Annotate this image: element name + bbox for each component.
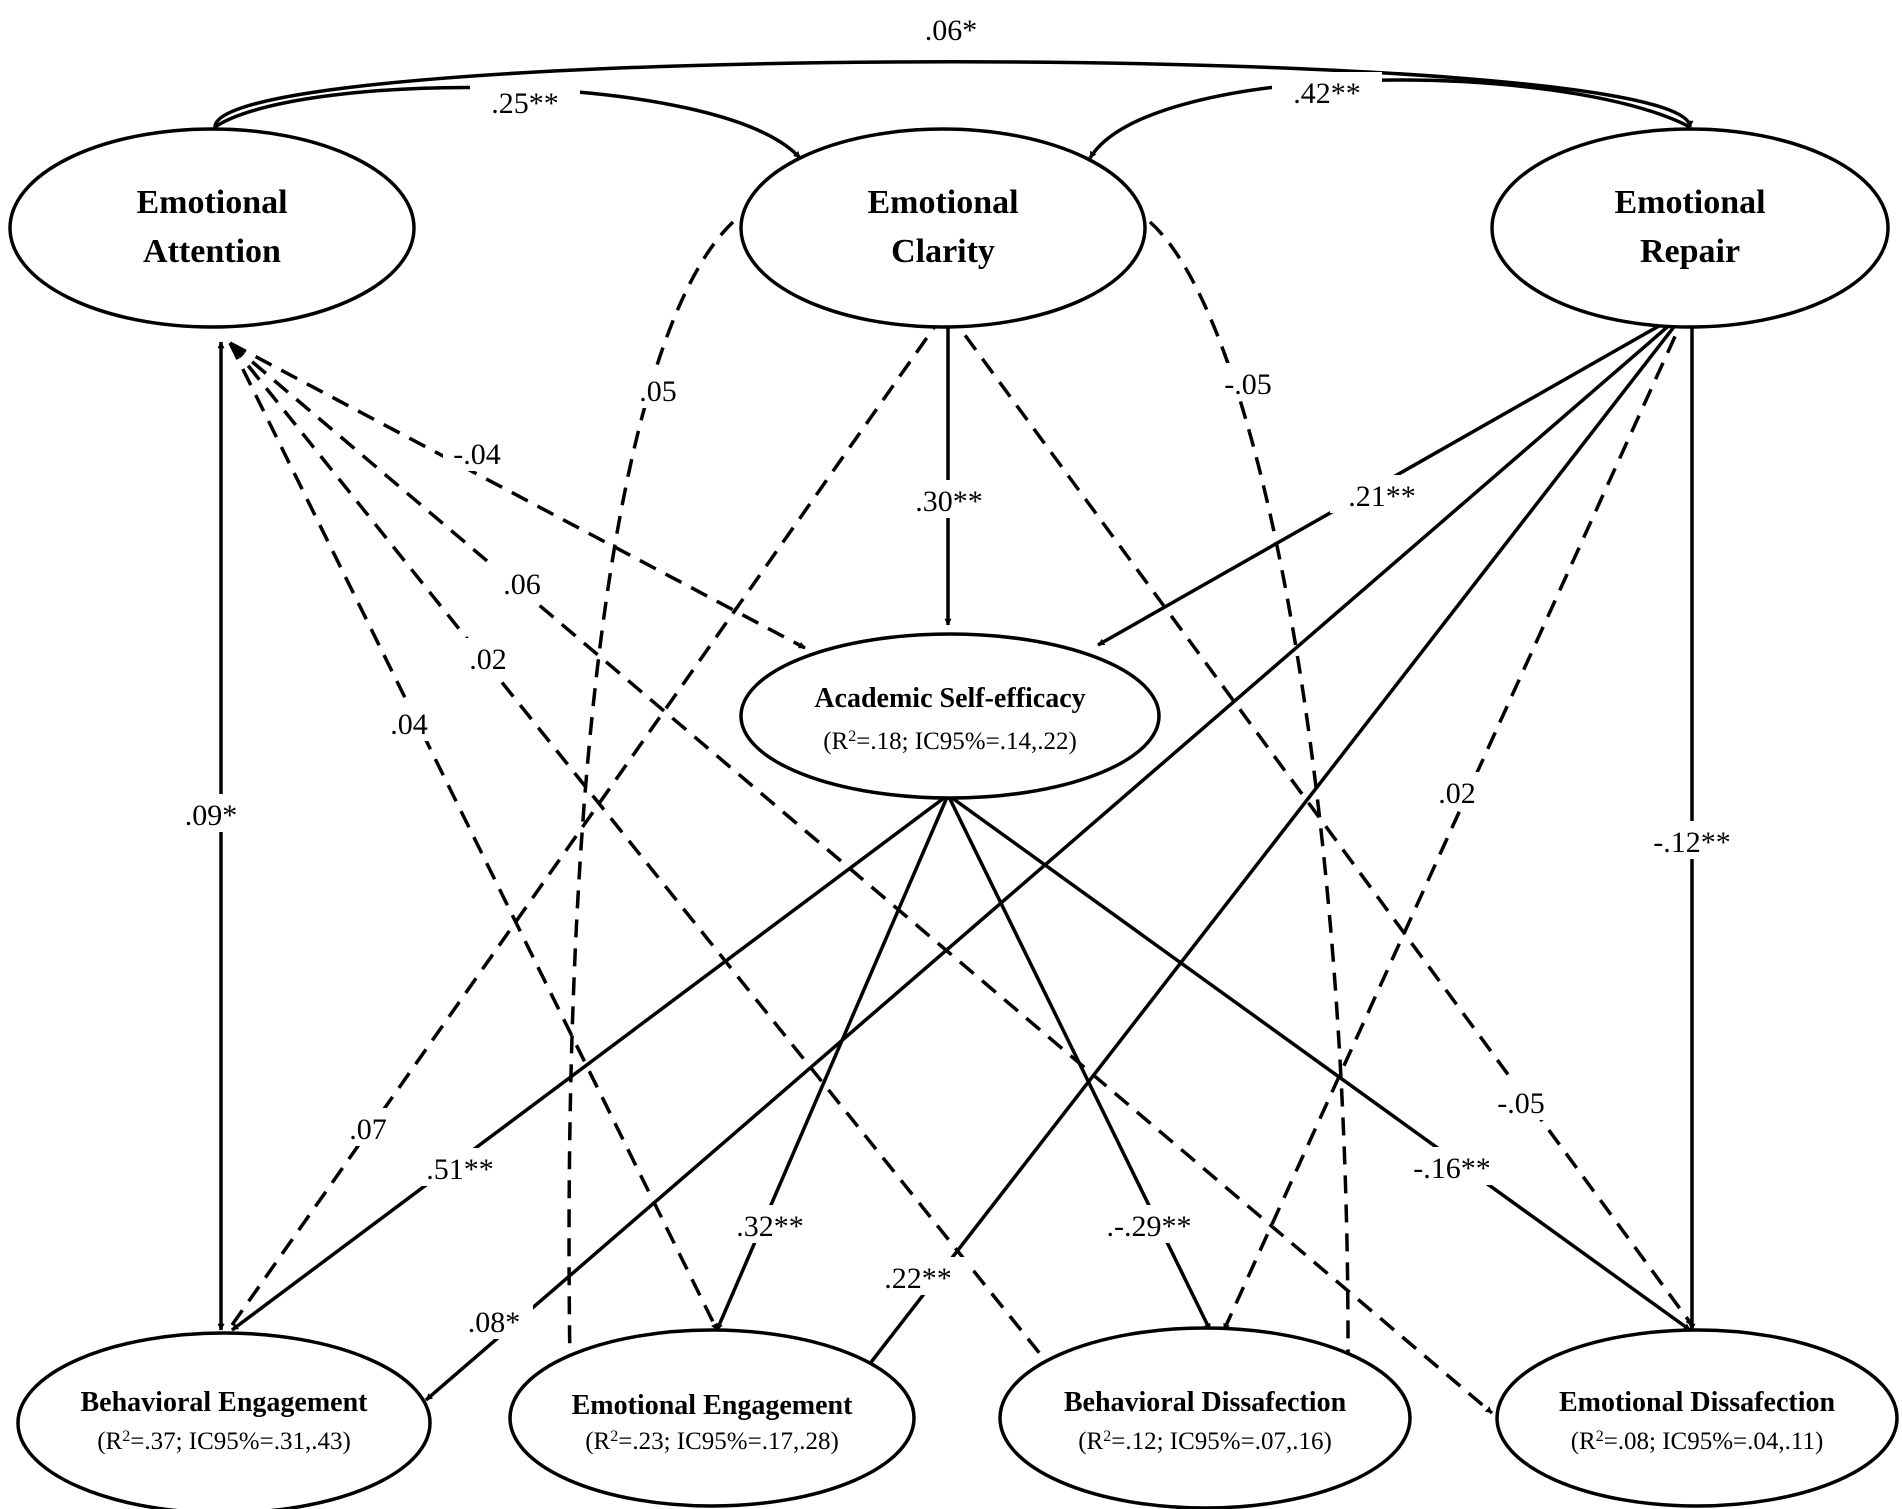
path-clarity-emotional-dissafection [946, 310, 1694, 1327]
coef-clarity-self-efficacy: .30** [915, 485, 983, 518]
path-self-efficacy-emotional-engagement [715, 794, 950, 1331]
node-emotional-repair: Emotional Repair [1490, 127, 1890, 329]
coef-clarity-behavioral-dissafection: -.05 [1224, 368, 1272, 401]
node-emotional-engagement-r2: (R2=.23; IC95%=.17,.28) [585, 1428, 839, 1456]
coef-self-efficacy-behavioral-dissafection: .-.29** [1107, 1210, 1192, 1243]
path-clarity-behavioral-engagement [230, 310, 947, 1327]
node-attention-line1: Emotional [136, 184, 287, 221]
coef-042: .42** [1272, 72, 1382, 110]
node-behavioral-dissafection-title: Behavioral Dissafection [1064, 1387, 1347, 1418]
coef-repair-behavioral-engagement: .08* [468, 1306, 521, 1339]
path-attention-self-efficacy [229, 341, 806, 650]
node-emotional-attention: Emotional Attention [8, 127, 416, 329]
node-emotional-engagement: Emotional Engagement (R2=.23; IC95%=.17,… [508, 1328, 916, 1508]
coef-repair-self-efficacy: .21** [1348, 480, 1416, 513]
node-self-efficacy-title: Academic Self-efficacy [814, 683, 1085, 714]
node-academic-self-efficacy: Academic Self-efficacy (R2=.18; IC95%=.1… [739, 632, 1161, 800]
coef-clarity-emotional-dissafection: -.05 [1497, 1087, 1545, 1120]
coef-self-efficacy-emotional-dissafection: -.16** [1413, 1152, 1491, 1185]
coef-attention-repair: .06* [925, 14, 978, 47]
node-emotional-clarity: Emotional Clarity [739, 127, 1147, 329]
coef-attention-behavioral-dissafection: .02 [469, 643, 507, 676]
coef-self-efficacy-emotional-engagement: .32** [736, 1210, 804, 1243]
path-self-efficacy-emotional-dissafection [946, 793, 1692, 1332]
node-emotional-dissafection-title: Emotional Dissafection [1559, 1387, 1836, 1418]
path-repair-emotional-engagement [863, 308, 1689, 1372]
coef-attention-clarity: .25** [491, 87, 559, 120]
node-clarity-line2: Clarity [891, 233, 995, 270]
node-behavioral-dissafection-r2: (R2=.12; IC95%=.07,.16) [1078, 1428, 1332, 1456]
coef-repair-clarity: .42** [1293, 77, 1361, 110]
node-self-efficacy-r2: (R2=.18; IC95%=.14,.22) [823, 728, 1077, 756]
node-behavioral-engagement-title: Behavioral Engagement [81, 1387, 369, 1418]
coef-attention-self-efficacy: -.04 [453, 438, 501, 471]
path-self-efficacy-behavioral-engagement [230, 793, 950, 1332]
coef-repair-behavioral-dissafection: .02 [1438, 777, 1476, 810]
node-behavioral-engagement-r2: (R2=.37; IC95%=.31,.43) [97, 1428, 351, 1456]
coef-006: .06* [893, 6, 1009, 47]
node-behavioral-engagement: Behavioral Engagement (R2=.37; IC95%=.31… [16, 1331, 432, 1509]
coef-self-efficacy-behavioral-engagement: .51** [426, 1153, 494, 1186]
node-clarity-line1: Emotional [867, 184, 1018, 221]
coef-repair-emotional-dissafection: -.12** [1653, 826, 1731, 859]
coef-clarity-emotional-engagement: .05 [639, 375, 677, 408]
node-emotional-dissafection: Emotional Dissafection (R2=.08; IC95%=.0… [1495, 1328, 1899, 1508]
node-attention-line2: Attention [143, 233, 281, 270]
coef-repair-emotional-engagement: .22** [884, 1262, 952, 1295]
coef-attention-behavioral-engagement: .09* [185, 799, 238, 832]
path-attention-emotional-dissafection [228, 341, 1494, 1415]
path-lines [217, 220, 1696, 1415]
coefficient-labels: .06* .25** .42** .05 -.05 -.04 .30** .21… [170, 6, 1746, 1339]
coef-attention-emotional-engagement: .04 [390, 708, 428, 741]
path-self-efficacy-behavioral-dissafection [946, 794, 1212, 1331]
node-repair-line1: Emotional [1614, 184, 1765, 221]
path-repair-behavioral-engagement [424, 308, 1689, 1402]
coef-clarity-behavioral-engagement: .07 [349, 1113, 387, 1146]
coef-025: .25** [470, 82, 580, 120]
path-repair-behavioral-dissafection [1222, 309, 1689, 1331]
node-repair-line2: Repair [1640, 233, 1740, 270]
node-behavioral-dissafection: Behavioral Dissafection (R2=.12; IC95%=.… [998, 1326, 1412, 1509]
node-emotional-dissafection-r2: (R2=.08; IC95%=.04,.11) [1571, 1428, 1824, 1456]
coef-attention-emotional-dissafection: .06 [503, 568, 541, 601]
path-attention-emotional-engagement [228, 342, 719, 1331]
arc-attention-repair [213, 60, 1694, 128]
node-emotional-engagement-title: Emotional Engagement [572, 1390, 853, 1421]
